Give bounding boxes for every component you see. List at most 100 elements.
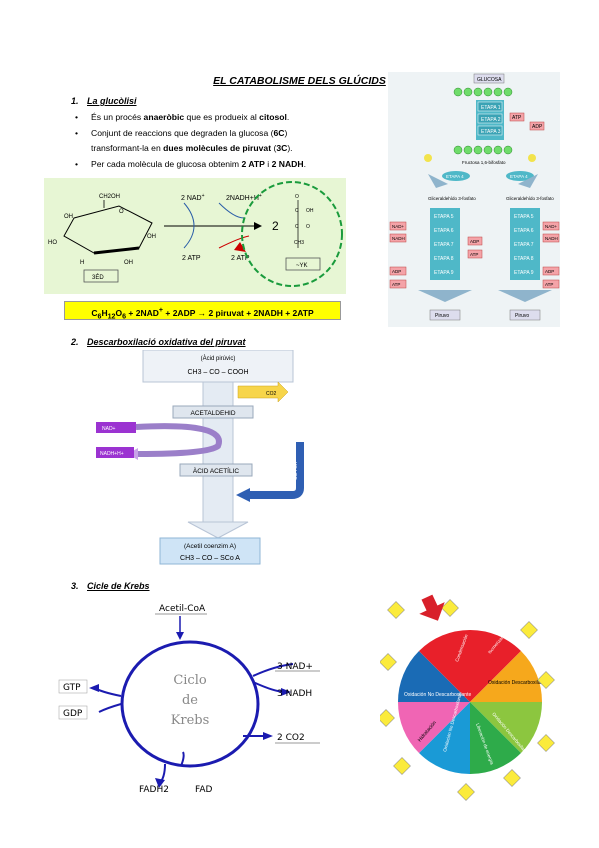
glyceraldehyde-label: Gliceraldehído 3-fosfato (506, 196, 554, 201)
bullet-item: És un procés anaeròbic que es produeix a… (75, 110, 375, 126)
nadh-box: NADH (545, 236, 558, 241)
section-3-heading: 3. Cicle de Krebs (71, 581, 150, 591)
gdp-label: GDP (63, 709, 83, 719)
pyruvic-acid-box (142, 349, 294, 383)
wheel-segment-hydration (397, 702, 470, 753)
step-label: ETAPA 3 (481, 129, 501, 135)
atp-box: ATP (545, 282, 553, 287)
pyruvate-node: Piruvo (515, 313, 529, 319)
pyruvate-label: C (295, 224, 299, 230)
adp-box: ADP (532, 124, 543, 130)
glycolysis-pathway-diagram: GLUCOSA ETAPA 1 ETAPA 2 ETAPA 3 ATP ADP … (389, 73, 560, 321)
step-label: ETAPA 6 (514, 228, 534, 234)
pyruvate-node: Piruvo (435, 313, 449, 319)
co2-label: 2 CO2 (277, 733, 305, 743)
krebs-cycle-diagram: Acetil-CoA Ciclo de Krebs 3 NAD+ 3 NADH … (55, 596, 345, 796)
nadh-label: 2NADH+H+ (226, 193, 262, 202)
acetyl-coa-label: (Acetil coenzim A) (184, 543, 236, 550)
atp-box: ATP (470, 252, 478, 257)
glucose-label: HO (48, 240, 57, 246)
fad-label: FAD (195, 785, 213, 795)
step-label: ETAPA 6 (434, 228, 454, 234)
fadh-label: FADH2 (139, 785, 169, 795)
acetaldehyde-box (172, 405, 254, 419)
coa-arrow (248, 442, 304, 499)
nad-label: 3 NAD+ (277, 662, 313, 672)
nadh-label: NADH+H+ (100, 451, 124, 457)
adp-box: ADP (392, 269, 401, 274)
cycle-title-line: de (182, 693, 198, 708)
pyruvate-caption: ~YK (296, 263, 308, 269)
page-title: EL CATABOLISME DELS GLÚCIDS (213, 75, 386, 87)
step-label: ETAPA 8 (514, 256, 534, 262)
glycolysis-reaction-panel: CH2OH O OH HO OH H OH 3ÉD 2 NAD+ 2NADH+H… (44, 178, 346, 294)
glucose-ring-bold-edge (93, 246, 140, 255)
step-label: ETAPA 7 (434, 242, 454, 248)
co2-label: CO2 (266, 391, 277, 397)
nadh-box: NADH (392, 236, 405, 241)
glyceraldehyde-label: Gliceraldehído 3-fosfato (428, 196, 476, 201)
nad-label: 2 NAD+ (181, 193, 205, 202)
glucose-caption-box (83, 269, 119, 283)
wheel-segment-condensation-2 (419, 629, 470, 702)
wheel-segment-condensation (470, 629, 521, 702)
glucose-label: CH2OH (99, 194, 120, 200)
step-label: ETAPA 2 (481, 117, 501, 123)
section-3-number: 3. (71, 581, 79, 591)
nad-label: NAD+ (102, 426, 116, 432)
section-1-label: La glucòlisi (87, 96, 137, 106)
step-label: ETAPA 8 (434, 256, 454, 262)
nadh-label: 3 NADH (277, 689, 312, 699)
acetyl-coa-box (159, 537, 261, 565)
acetaldehyde-label: ACETALDEHID (190, 410, 235, 417)
section-2-heading: 2. Descarboxilació oxidativa del piruvat (71, 337, 246, 347)
glycolysis-bullets: És un procés anaeròbic que es produeix a… (75, 110, 375, 172)
glycolysis-reaction-diagram: CH2OH O OH HO OH H OH 3ÉD 2 NAD+ 2NADH+H… (48, 181, 343, 287)
pyruvic-formula: CH3 – CO – COOH (187, 369, 248, 376)
acetyl-coa-label: Acetil-CoA (159, 604, 206, 614)
bullet-item-continuation: transformant-la en dues molècules de pir… (91, 143, 293, 153)
glucose-label: OH (147, 234, 156, 240)
step-label: ETAPA 5 (434, 214, 454, 220)
krebs-wheel: Condensación Isomerización Oxidación Des… (377, 592, 560, 807)
section-1-number: 1. (71, 96, 79, 106)
wheel-segment-isomerization (470, 651, 543, 702)
section-3-label: Cicle de Krebs (87, 581, 150, 591)
pyruvate-label: OH (306, 208, 314, 214)
pyruvate-label: CH3 (294, 240, 304, 246)
glucose-ring (63, 205, 153, 254)
atp-box: ATP (512, 115, 522, 121)
acetyl-coa-formula: CH3 – CO – SCo A (180, 555, 240, 562)
glucose-label: OH (124, 260, 133, 266)
pyruvic-acid-label: (Àcid pirúvic) (201, 355, 236, 362)
gtp-label: GTP (63, 683, 81, 693)
wheel-segment-oxidation-nd (397, 651, 470, 702)
wheel-label: Oxidación Descarboxilante I (488, 680, 550, 686)
wheel-segment-oxidation-2 (470, 702, 521, 775)
pyruvate-decarboxylation-diagram: (Àcid pirúvic) CH3 – CO – COOH CO2 ACETA… (88, 349, 318, 572)
section-2-label: Descarboxilació oxidativa del piruvat (87, 337, 246, 347)
pyruvate-label: O (295, 194, 299, 200)
glucose-label: H (80, 260, 84, 266)
step-label: ETAPA 4 (510, 174, 528, 179)
cycle-title-line: Krebs (171, 713, 210, 728)
step-label: ETAPA 7 (514, 242, 534, 248)
coa-label: CoA-SH (293, 461, 299, 480)
bullet-item: Per cada molècula de glucosa obtenim 2 A… (75, 157, 375, 173)
fructose-label: Fructosa 1,6-bifosfato (462, 160, 506, 165)
pyruvate-highlight-circle (241, 181, 343, 287)
adp-box: ADP (545, 269, 554, 274)
glucose-caption: 3ÉD (92, 274, 104, 281)
coefficient-label: 2 (272, 219, 279, 233)
nad-box: NAD+ (392, 224, 405, 229)
section-1-heading: 1. La glucòlisi (71, 96, 137, 106)
wheel-segment-energy (419, 702, 470, 775)
section-2-number: 2. (71, 337, 79, 347)
nad-reduction-arrow (135, 423, 222, 457)
nad-box: NAD+ (545, 224, 558, 229)
adp-label: 2 ATP (182, 255, 201, 262)
co2-arrow (237, 381, 289, 403)
acetic-acid-box (179, 463, 253, 477)
nadh-box (96, 447, 134, 458)
pyruvate-caption-box (285, 257, 321, 271)
